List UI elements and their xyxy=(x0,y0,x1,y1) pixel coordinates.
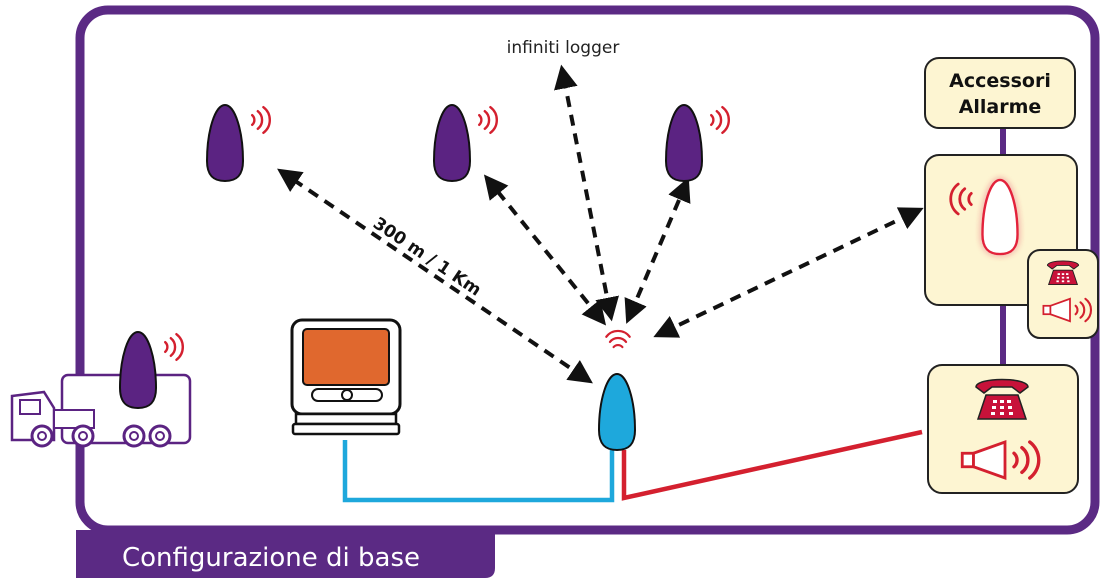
accessory-box-small[interactable] xyxy=(1027,249,1099,339)
computer-monitor-icon xyxy=(290,318,402,436)
link-accessories xyxy=(653,207,924,338)
config-tab-label: Configurazione di base xyxy=(122,543,420,573)
accessories-title-line1: Accessori xyxy=(949,70,1051,92)
telephone-icon xyxy=(1046,260,1080,286)
link-left-logger xyxy=(277,168,593,384)
accessory-box-phone-siren[interactable] xyxy=(927,364,1079,494)
accessories-title-box: Accessori Allarme xyxy=(924,57,1076,129)
cable-blue xyxy=(342,440,615,503)
telephone-icon xyxy=(975,378,1029,420)
link-infinite xyxy=(554,64,619,322)
cable-red xyxy=(621,429,923,501)
logger-label: infiniti logger xyxy=(507,38,620,58)
radio-links xyxy=(277,64,924,384)
config-tab[interactable]: Configurazione di base xyxy=(76,515,495,578)
truck-icon xyxy=(10,373,192,448)
accessories-title-line2: Allarme xyxy=(959,96,1042,118)
